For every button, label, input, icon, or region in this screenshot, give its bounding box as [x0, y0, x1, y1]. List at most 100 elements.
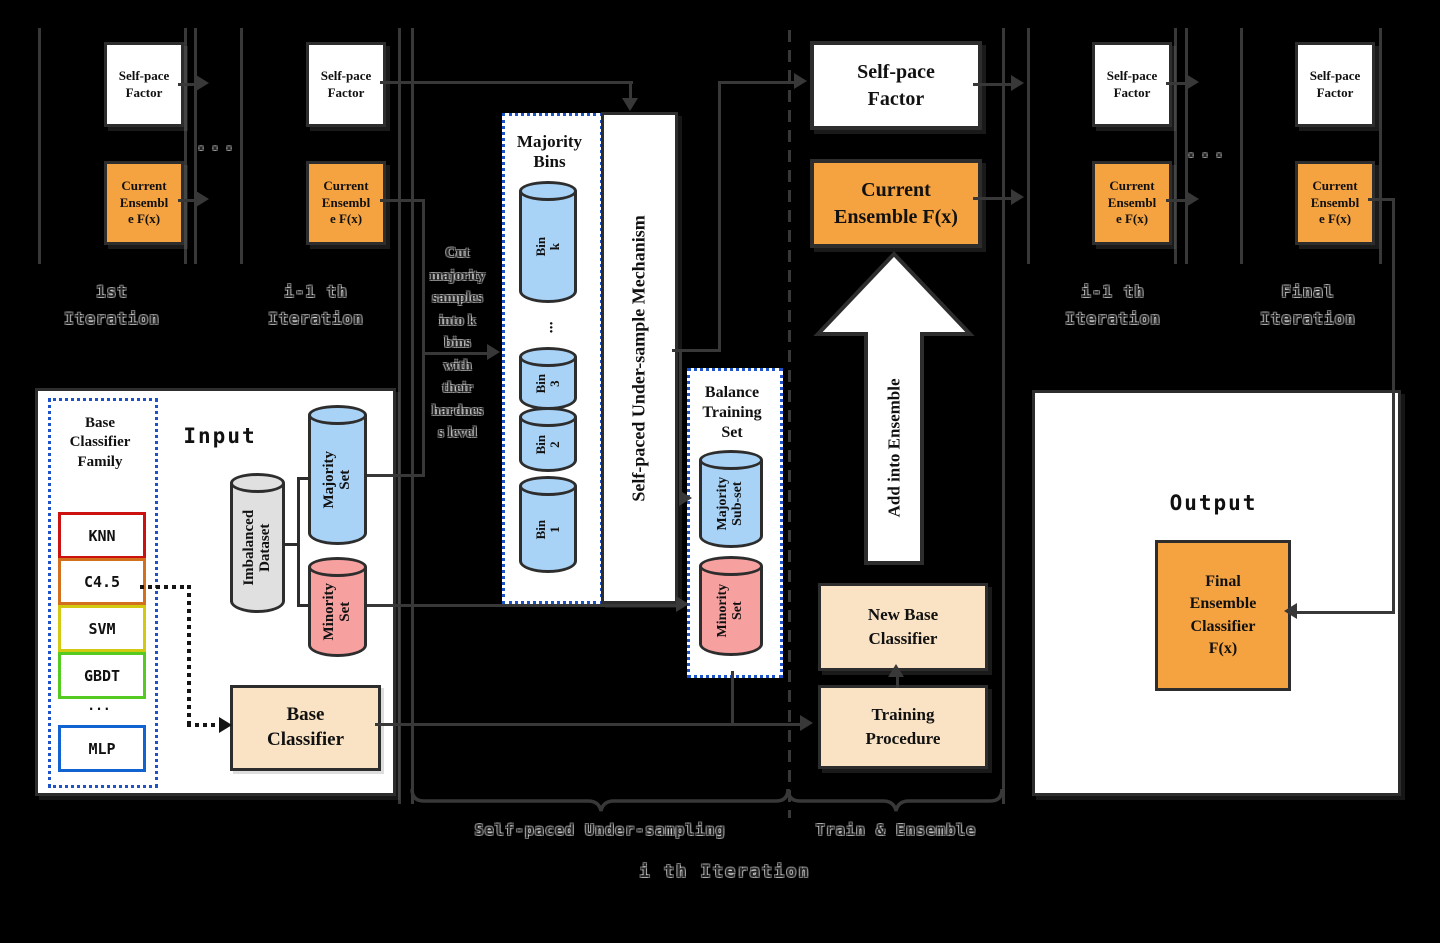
base-classifier-family-title: Base Classifier Family [69, 414, 131, 470]
rail [398, 28, 401, 804]
connector-line [367, 474, 425, 477]
dots-between-iterations: ... [194, 131, 238, 155]
arrowhead-into-new-base [888, 664, 904, 677]
label-prev-iteration-right: i-1 th Iteration [1065, 281, 1161, 328]
arrowhead [1011, 75, 1024, 91]
arrowhead-into-base-classifier [219, 717, 232, 733]
classifier-c45: C4.5 [58, 558, 146, 605]
classifier-knn: KNN [58, 512, 146, 559]
rail [240, 28, 243, 264]
bin-3-label: Bin 3 [533, 373, 562, 394]
self-pace-factor-box-1st: Self-pace Factor [104, 42, 184, 127]
balance-training-set-panel: Balance Training Set Majority Sub-set Mi… [687, 368, 783, 678]
connector-line [422, 199, 425, 476]
output-panel: Output Final Ensemble Classifier F(x) [1032, 390, 1401, 796]
connector-line [718, 82, 721, 352]
imbalanced-dataset-label: Imbalanced Dataset [240, 510, 273, 586]
current-ensemble-box-prev-right: Current Ensembl e F(x) [1092, 161, 1172, 245]
arrowhead-into-final-classifier [1284, 603, 1297, 619]
balance-minority-label: Minority Set [715, 584, 745, 638]
connector-line [297, 604, 310, 607]
connector-line [672, 349, 721, 352]
balance-training-set-title: Balance Training Set [702, 384, 762, 441]
connector-line [285, 543, 300, 546]
classifier-svm: SVM [58, 605, 146, 652]
add-into-ensemble-arrow [813, 251, 975, 565]
family-select-dotted-line [140, 585, 190, 589]
connector-line [178, 83, 196, 86]
connector-line [731, 671, 734, 725]
connector-line [973, 83, 1011, 86]
new-base-classifier-box: New Base Classifier [818, 583, 988, 671]
rail [1027, 28, 1030, 264]
family-select-dotted-line [187, 723, 219, 727]
self-pace-factor-box-main: Self-pace Factor [810, 41, 982, 130]
bin-1-cylinder: Bin 1 [519, 476, 577, 573]
majority-set-cylinder: Majority Set [308, 405, 367, 545]
classifier-mlp: MLP [58, 725, 146, 772]
final-ensemble-classifier-box: Final Ensemble Classifier F(x) [1155, 540, 1291, 691]
input-panel: Base Classifier Family KNN C4.5 SVM GBDT… [35, 388, 396, 796]
arrowhead-into-balance-majority [679, 490, 692, 506]
self-pace-factor-box-final: Self-pace Factor [1295, 42, 1375, 127]
label-final-iteration: Final Iteration [1260, 281, 1356, 328]
under-sample-mechanism-label: Self-paced Under-sample Mechanism [629, 214, 650, 502]
bin-k-cylinder: Bin k [519, 181, 577, 303]
base-classifier-family-panel: Base Classifier Family KNN C4.5 SVM GBDT… [48, 398, 158, 788]
connector-line [297, 477, 310, 480]
connector-line [629, 84, 632, 98]
arrowhead-into-self-pace [794, 73, 807, 89]
rail [411, 28, 414, 804]
rail [1240, 28, 1243, 264]
arrowhead-into-bins [487, 344, 500, 360]
training-procedure-box: Training Procedure [818, 685, 988, 769]
rail [1185, 28, 1188, 264]
cut-majority-note: Cut majority samples into k bins with th… [429, 245, 486, 442]
arrowhead [1186, 74, 1199, 90]
rail [1002, 28, 1005, 804]
connector-line [375, 723, 800, 726]
rail [194, 28, 197, 264]
current-ensemble-box-main: Current Ensemble F(x) [810, 159, 982, 248]
connector-line [178, 199, 196, 202]
add-into-ensemble-label-wrap: Add into Ensemble [809, 336, 979, 560]
connector-line [718, 81, 794, 84]
label-prev-iteration: i-1 th Iteration [268, 281, 364, 328]
connector-line [380, 199, 425, 202]
current-ensemble-box-1st: Current Ensembl e F(x) [104, 161, 184, 245]
label-1st-iteration: 1st Iteration [64, 281, 160, 328]
connector-line [1368, 198, 1395, 201]
majority-subset-label: Majority Sub-set [715, 477, 745, 531]
classifier-gbdt: GBDT [58, 652, 146, 699]
minority-set-label: Minority Set [320, 583, 353, 641]
under-sample-mechanism-box: Self-paced Under-sample Mechanism [601, 112, 678, 604]
connector-line [1166, 82, 1186, 85]
bin-2-cylinder: Bin 2 [519, 407, 577, 472]
label-ith-iteration: i th Iteration [639, 862, 811, 882]
connector-line [1392, 198, 1395, 613]
rail [38, 28, 41, 264]
connector-line [380, 81, 633, 84]
label-train-and-ensemble: Train & Ensemble [815, 821, 977, 839]
self-pace-factor-box-prev: Self-pace Factor [306, 42, 386, 127]
family-select-dotted-line [187, 585, 191, 726]
label-self-paced-under-sampling: Self-paced Under-sampling [474, 821, 726, 839]
classifier-ellipsis: ... [87, 698, 111, 714]
connector-line [425, 352, 487, 355]
connector-line [1166, 199, 1186, 202]
bin-2-label: Bin 2 [533, 434, 562, 455]
imbalanced-dataset-cylinder: Imbalanced Dataset [230, 473, 285, 613]
majority-subset-cylinder: Majority Sub-set [699, 450, 763, 548]
current-ensemble-box-final: Current Ensembl e F(x) [1295, 161, 1375, 245]
rail [184, 28, 187, 264]
connector-line [1297, 611, 1395, 614]
rail [1174, 28, 1177, 264]
connector-line [367, 604, 676, 607]
arrowhead [196, 75, 209, 91]
majority-set-label: Majority Set [320, 451, 353, 509]
input-title: Input [183, 424, 257, 448]
arrowhead [1186, 191, 1199, 207]
arrowhead [196, 191, 209, 207]
bin-k-label: Bin k [533, 237, 562, 257]
arrowhead [1011, 189, 1024, 205]
